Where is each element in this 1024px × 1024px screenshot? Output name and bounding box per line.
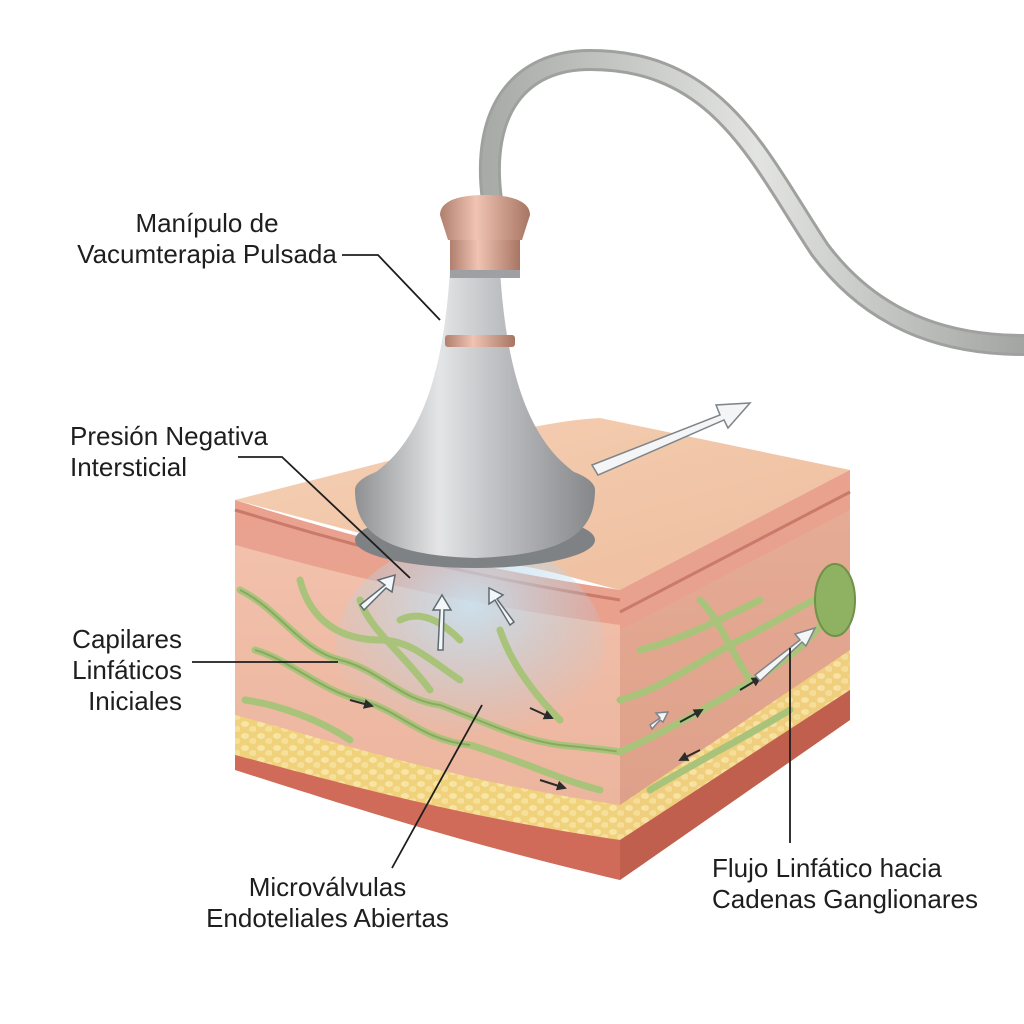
label-microvalves-line2: Endoteliales Abiertas [206,903,449,933]
label-capillaries-line1: Capilares [72,624,182,654]
label-pressure-line2: Intersticial [70,452,188,482]
leader-pressure [238,456,411,579]
fat-layer [235,715,620,840]
label-handpiece-line2: Vacumterapia Pulsada [77,239,337,269]
label-microvalves-line1: Microválvulas [248,872,407,902]
flow-arrows [590,402,817,731]
label-microvalves: Microválvulas Endoteliales Abiertas [190,872,465,934]
leader-handpiece [342,254,441,321]
muscle-layer [235,755,620,880]
label-pressure-line1: Presión Negativa [70,421,268,451]
label-capillaries-line2: Linfáticos [72,655,182,685]
label-flow-line2: Cadenas Ganglionares [712,884,978,914]
vacuum-handpiece [355,195,595,568]
leader-lines [192,254,791,869]
suction-arrows [358,573,516,651]
suction-cloud [335,540,605,760]
leader-microvalves [391,704,483,869]
label-flow: Flujo Linfático hacia Cadenas Ganglionar… [712,853,1002,915]
label-pressure: Presión Negativa Intersticial [70,421,310,483]
label-capillaries: Capilares Linfáticos Iniciales [50,624,182,717]
handpiece-cable [478,48,1024,356]
label-handpiece: Manípulo de Vacumterapia Pulsada [72,208,342,270]
lymph-node [814,563,856,637]
label-flow-line1: Flujo Linfático hacia [712,853,942,883]
label-capillaries-line3: Iniciales [88,686,182,716]
label-handpiece-line1: Manípulo de [135,208,279,238]
